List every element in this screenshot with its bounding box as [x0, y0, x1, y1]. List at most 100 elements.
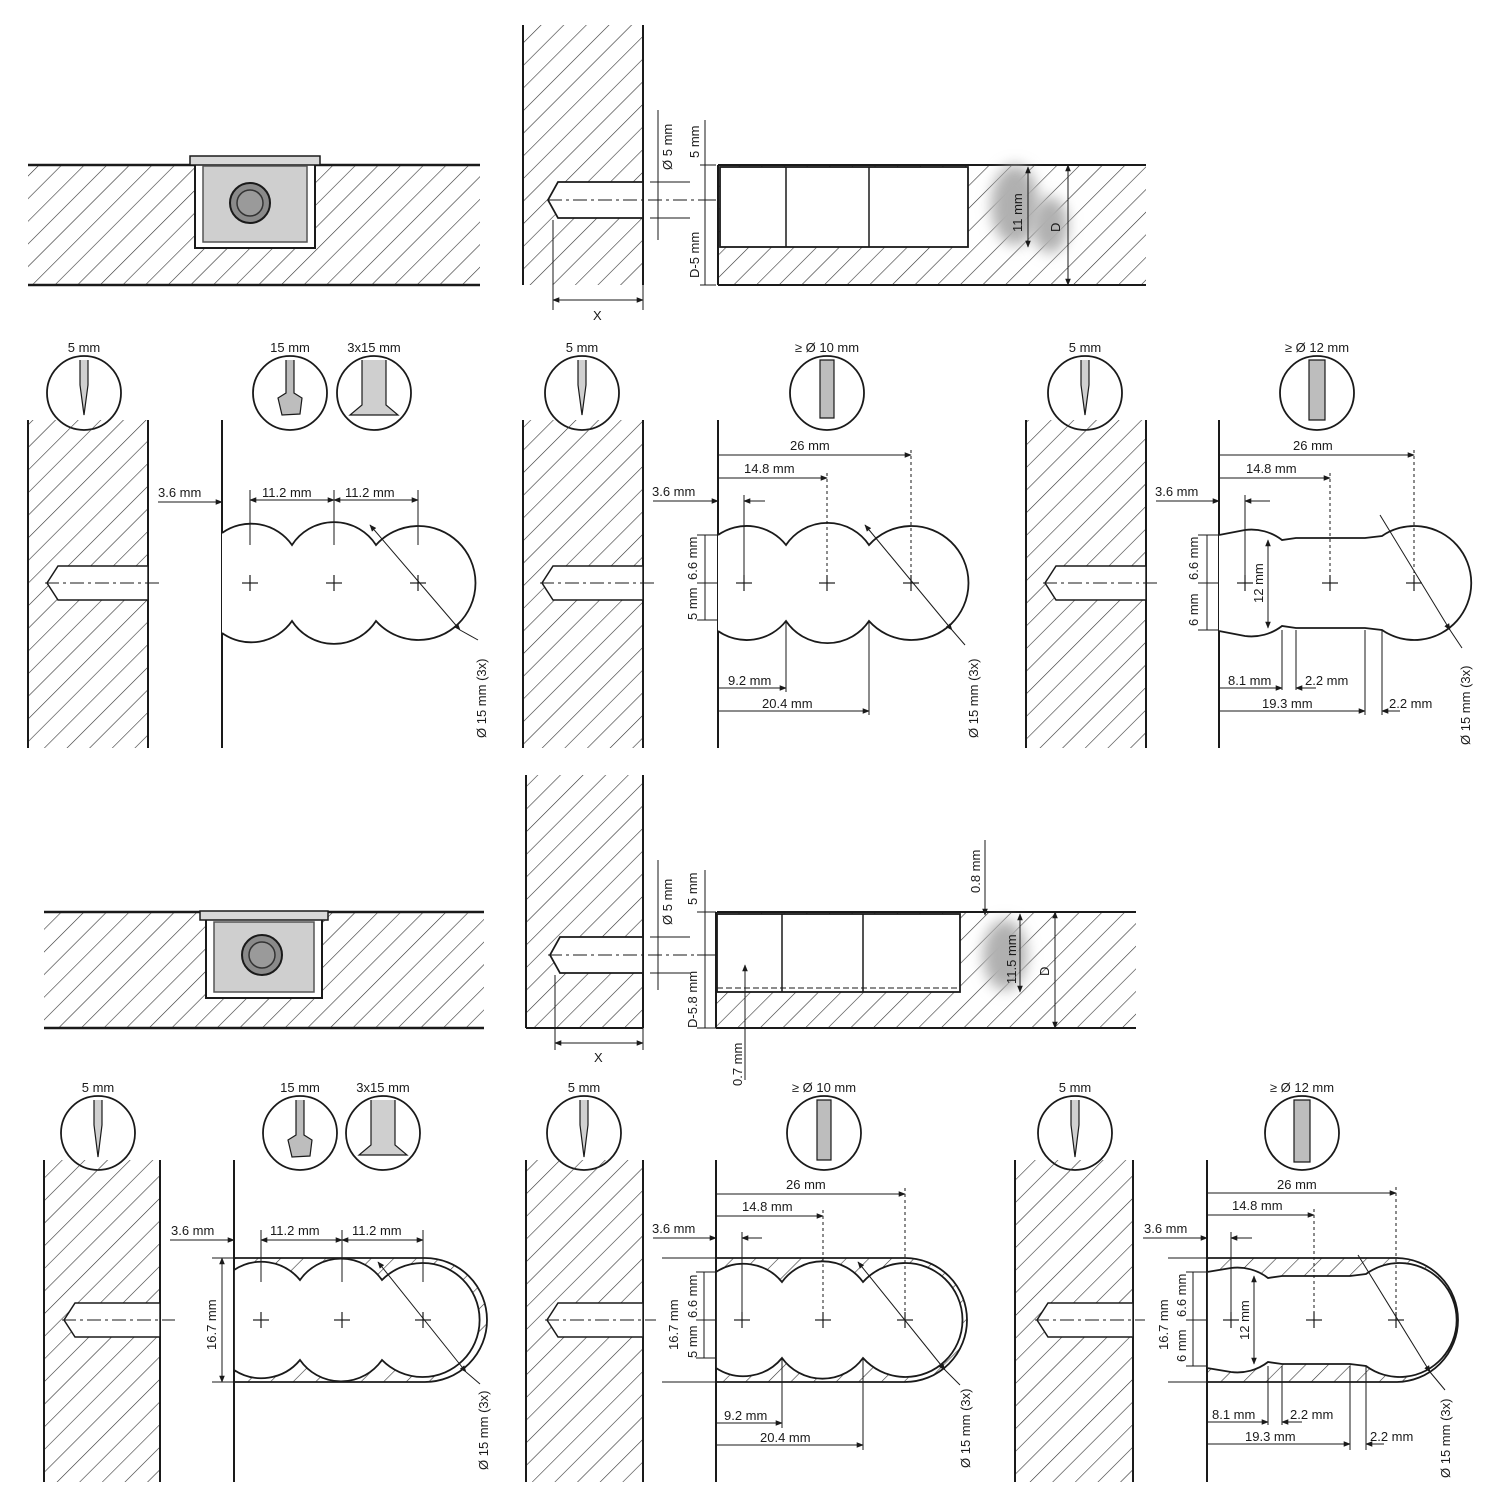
dim-20-4-p2: 20.4 mm	[762, 696, 813, 711]
dim-6-p3: 6 mm	[1186, 594, 1201, 627]
dim-20-4-p5: 20.4 mm	[760, 1430, 811, 1445]
dim-3-6-p3: 3.6 mm	[1155, 484, 1198, 499]
dim-d-minus-5-8: D-5.8 mm	[685, 971, 700, 1028]
tool-label-mill10-1: ≥ Ø 10 mm	[795, 340, 859, 355]
dim-d15x3-p1: Ø 15 mm (3x)	[474, 659, 489, 738]
side-panels-row-2	[27, 420, 1158, 748]
dim-d15x3-p2: Ø 15 mm (3x)	[966, 659, 981, 738]
forstner-bit-3x15mm-icon	[348, 360, 400, 416]
dim-5-p2: 5 mm	[685, 588, 700, 621]
dim-2-2b-p6: 2.2 mm	[1370, 1429, 1413, 1444]
end-mill-10mm-icon	[816, 1099, 832, 1161]
dim-x-a: X	[593, 308, 602, 323]
dim-3-6-p6: 3.6 mm	[1144, 1221, 1187, 1236]
dim-8-1-p3: 8.1 mm	[1228, 673, 1271, 688]
dim-d5-b: Ø 5 mm	[660, 879, 675, 925]
forstner-bit-3x15mm-icon	[357, 1100, 409, 1156]
tool-label-mill12-2: ≥ Ø 12 mm	[1270, 1080, 1334, 1095]
tool-label-forstner15-2: 15 mm	[280, 1080, 320, 1095]
dim-0-8: 0.8 mm	[968, 850, 983, 893]
dim-9-2-p5: 9.2 mm	[724, 1408, 767, 1423]
lobe-cutout-plan-5	[653, 1160, 968, 1482]
dim-d15x3-p5: Ø 15 mm (3x)	[958, 1389, 973, 1468]
forstner-bit-15mm-icon	[287, 1100, 313, 1158]
dim-2-2a-p6: 2.2 mm	[1290, 1407, 1333, 1422]
dim-6-6-p3: 6.6 mm	[1186, 537, 1201, 580]
end-mill-10mm-icon	[819, 359, 835, 419]
lobe-cutout-plan-1	[158, 420, 479, 748]
drill-bit-5mm-icon	[1070, 1100, 1080, 1158]
dim-0-7: 0.7 mm	[730, 1043, 745, 1086]
dim-26-p2: 26 mm	[790, 438, 830, 453]
lobe-cutout-plan-6	[1143, 1160, 1459, 1482]
dim-14-8-p2: 14.8 mm	[744, 461, 795, 476]
dim-3-6-p4: 3.6 mm	[171, 1223, 214, 1238]
end-mill-12mm-icon	[1293, 1099, 1311, 1163]
drill-bit-5mm-icon	[79, 360, 89, 416]
dim-26-p5: 26 mm	[786, 1177, 826, 1192]
tool-label-drill5-2: 5 mm	[566, 340, 599, 355]
tool-label-drill5-6: 5 mm	[1059, 1080, 1092, 1095]
dim-2-2b-p3: 2.2 mm	[1389, 696, 1432, 711]
dim-3-6-p2: 3.6 mm	[652, 484, 695, 499]
dim-5mm-b: 5 mm	[685, 873, 700, 906]
drill-bit-5mm-icon	[93, 1100, 103, 1158]
dim-5-p5: 5 mm	[685, 1326, 700, 1359]
dim-16-7-p4: 16.7 mm	[204, 1299, 219, 1350]
dim-12-p3: 12 mm	[1251, 563, 1266, 603]
section-view-a	[522, 25, 1146, 310]
dim-x-b: X	[594, 1050, 603, 1065]
dim-19-3-p3: 19.3 mm	[1262, 696, 1313, 711]
dim-11-2a-p4: 11.2 mm	[270, 1223, 320, 1238]
dim-26-p6: 26 mm	[1277, 1177, 1317, 1192]
dim-8-1-p6: 8.1 mm	[1212, 1407, 1255, 1422]
dim-12-p6: 12 mm	[1237, 1300, 1252, 1340]
tool-label-drill5-3: 5 mm	[1069, 340, 1102, 355]
lobe-cutout-plan-3	[1156, 420, 1473, 748]
tool-label-drill5-1: 5 mm	[68, 340, 101, 355]
tool-label-drill5-5: 5 mm	[568, 1080, 601, 1095]
tool-label-forstner3x15-1: 3x15 mm	[347, 340, 400, 355]
dim-9-2-p2: 9.2 mm	[728, 673, 771, 688]
lobe-cutout-plan-2	[653, 420, 970, 748]
dim-11-2b-p1: 11.2 mm	[345, 485, 395, 500]
tool-label-mill12-1: ≥ Ø 12 mm	[1285, 340, 1349, 355]
drill-bit-5mm-icon	[579, 1100, 589, 1158]
section-view-b	[525, 775, 1136, 1080]
dim-11-2b-p4: 11.2 mm	[352, 1223, 402, 1238]
drill-bit-5mm-icon	[577, 360, 587, 416]
dim-2-2a-p3: 2.2 mm	[1305, 673, 1348, 688]
tool-label-forstner3x15-2: 3x15 mm	[356, 1080, 409, 1095]
tool-icons-row-2	[60, 1095, 1340, 1171]
dim-16-7-p6: 16.7 mm	[1156, 1299, 1171, 1350]
dim-11-5: 11.5 mm	[1004, 934, 1019, 984]
dim-19-3-p6: 19.3 mm	[1245, 1429, 1296, 1444]
dim-d-b: D	[1037, 967, 1052, 976]
side-panels-row-b	[43, 1160, 1145, 1482]
tool-label-forstner15-1: 15 mm	[270, 340, 310, 355]
dim-6-6-p2: 6.6 mm	[685, 537, 700, 580]
dim-d-minus-5: D-5 mm	[687, 232, 702, 278]
dim-d5-a: Ø 5 mm	[660, 124, 675, 170]
dim-14-8-p3: 14.8 mm	[1246, 461, 1297, 476]
dim-26-p3: 26 mm	[1293, 438, 1333, 453]
lobe-cutout-plan-4	[170, 1160, 488, 1482]
tool-label-mill10-2: ≥ Ø 10 mm	[792, 1080, 856, 1095]
end-mill-12mm-icon	[1308, 359, 1326, 421]
dim-6-6-p5: 6.6 mm	[685, 1275, 700, 1318]
drill-bit-5mm-icon	[1080, 360, 1090, 416]
tool-label-drill5-4: 5 mm	[82, 1080, 115, 1095]
panel-with-connector-b	[44, 910, 484, 1030]
dim-d15x3-p3: Ø 15 mm (3x)	[1458, 666, 1473, 745]
dim-11-2a-p1: 11.2 mm	[262, 485, 312, 500]
blur-smudge	[1032, 197, 1068, 253]
panel-with-connector-a	[28, 155, 480, 287]
dim-3-6-p1: 3.6 mm	[158, 485, 201, 500]
dim-14-8-p6: 14.8 mm	[1232, 1198, 1283, 1213]
forstner-bit-15mm-icon	[277, 360, 303, 416]
dim-16-7-p5: 16.7 mm	[666, 1299, 681, 1350]
blur-smudge	[983, 920, 1027, 990]
dim-14-8-p5: 14.8 mm	[742, 1199, 793, 1214]
